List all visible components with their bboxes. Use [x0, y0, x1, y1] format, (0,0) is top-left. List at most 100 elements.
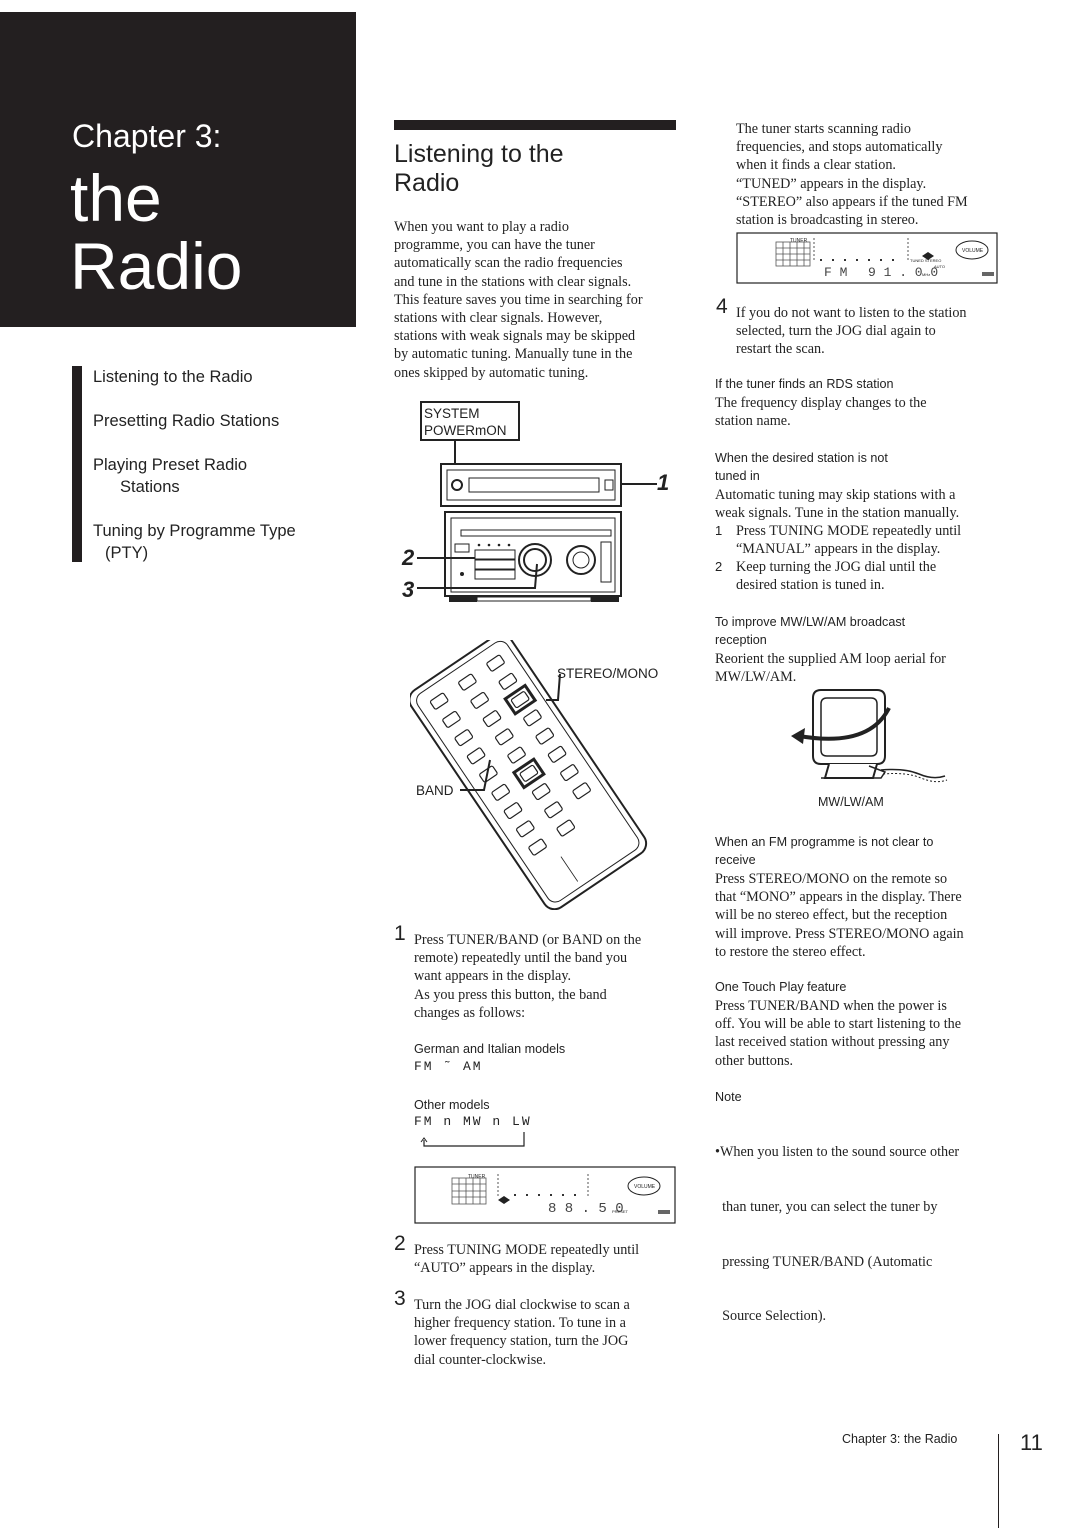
toc-item[interactable]: Tuning by Programme Type — [93, 522, 296, 540]
text-line: want appears in the display. — [414, 968, 572, 985]
toc-bar — [72, 366, 82, 562]
am-heading: To improve MW/LW/AM broadcast reception — [715, 613, 905, 649]
text-line: receive — [715, 853, 756, 867]
display-frequency: 8 8 . 5 0 — [548, 1201, 624, 1217]
other-band-sequence: FM n MW n LW — [414, 1114, 532, 1129]
text-line: station is broadcasting in stereo. — [736, 212, 919, 229]
band-cycle-arrow — [420, 1132, 525, 1147]
note-heading: Note — [715, 1090, 742, 1104]
one-touch-heading: One Touch Play feature — [715, 980, 847, 994]
text-line: reception — [715, 633, 767, 647]
text-line: The tuner starts scanning radio — [736, 121, 911, 137]
section-title: Listening to the Radio — [394, 140, 674, 198]
text-line: Press TUNING MODE repeatedly until — [736, 523, 962, 539]
page-number: 11 — [1020, 1430, 1043, 1455]
text-line: automatically scan the radio frequencies — [394, 255, 623, 272]
chapter-block — [0, 12, 356, 327]
text-line: Press TUNER/BAND (or BAND on the — [414, 932, 642, 948]
text-line: station name. — [715, 413, 791, 430]
text-line: changes as follows: — [414, 1004, 526, 1021]
system-power-label-box — [420, 401, 520, 441]
step-number: 1 — [394, 922, 406, 945]
display-volume: VOLUME — [634, 1184, 656, 1190]
chapter-title: the — [70, 161, 162, 235]
text-line: selected, turn the JOG dial again to — [736, 323, 936, 340]
text-line: off. You will be able to start listening… — [715, 1016, 962, 1033]
step-3-text: Turn the JOG dial clockwise to scan a hi… — [414, 1296, 684, 1369]
text-line: When you want to play a radio — [394, 219, 569, 235]
text-line: “TUNED” appears in the display. — [736, 175, 927, 192]
text-line: desired station is tuned in. — [736, 577, 885, 594]
stereo-mono-label: STEREO/MONO — [557, 666, 659, 681]
text-line: that “MONO” appears in the display. Ther… — [715, 889, 962, 906]
manual-item-number: 1 — [715, 523, 723, 538]
text-line: Keep turning the JOG dial until the — [736, 559, 937, 575]
text-line: ones skipped by automatic tuning. — [394, 364, 589, 381]
system-label: SYSTEM — [424, 406, 480, 421]
manual-heading: When the desired station is not tuned in — [715, 449, 888, 485]
callout-2: 2 — [402, 545, 415, 570]
text-line: when it finds a clear station. — [736, 157, 896, 174]
step-2-text: Press TUNING MODE repeatedly until “AUTO… — [414, 1241, 684, 1277]
text-line: than tuner, you can select the tuner by — [715, 1199, 938, 1216]
remote-illustration — [410, 640, 648, 910]
text-line: last received station without pressing a… — [715, 1034, 950, 1051]
display-tuner-text: TUNER — [790, 238, 808, 244]
text-line: •When you listen to the sound source oth… — [715, 1144, 960, 1161]
text-line: “AUTO” appears in the display. — [414, 1260, 596, 1277]
step-1-text: Press TUNER/BAND (or BAND on the remote)… — [414, 931, 684, 1022]
other-models-heading: Other models — [414, 1098, 490, 1112]
tuner-display-illustration: TUNER 8 8 . 5 0 PRESET VOLUME — [414, 1166, 676, 1224]
section-title-line: Listening to the — [394, 140, 564, 168]
text-line: lower frequency station, turn the JOG — [414, 1333, 629, 1350]
text-line: stations with weak signals may be skippe… — [394, 328, 636, 345]
manual-item-number: 2 — [715, 559, 723, 574]
text-line: “MANUAL” appears in the display. — [736, 541, 941, 558]
text-line: Turn the JOG dial clockwise to scan a — [414, 1297, 630, 1313]
text-line: higher frequency station. To tune in a — [414, 1315, 626, 1332]
toc-item[interactable]: Stations — [120, 478, 180, 496]
chapter-title: Radio — [70, 229, 243, 303]
text-line: frequencies, and stops automatically — [736, 139, 943, 156]
text-line: MW/LW/AM. — [715, 669, 797, 686]
text-line: dial counter-clockwise. — [414, 1351, 547, 1368]
rds-text: The frequency display changes to the sta… — [715, 394, 1015, 430]
german-band-sequence: FM ˜ AM — [414, 1059, 483, 1074]
text-line: To improve MW/LW/AM broadcast — [715, 615, 906, 629]
text-line: other buttons. — [715, 1052, 794, 1069]
text-line: Press TUNER/BAND when the power is — [715, 998, 947, 1014]
am-loop-aerial-illustration — [791, 689, 948, 783]
display-auto: AUTO — [934, 264, 945, 269]
display-frequency: 9 1 . 0 0 — [868, 265, 938, 280]
toc-item[interactable]: Playing Preset Radio — [93, 456, 248, 474]
display-tuner-text: TUNER — [468, 1174, 486, 1180]
callout-1: 1 — [657, 470, 670, 495]
text-line: and tune in the stations with clear sign… — [394, 273, 632, 290]
toc-item[interactable]: (PTY) — [105, 544, 149, 562]
text-line: If you do not want to listen to the stat… — [736, 305, 967, 321]
manual-item-2: Keep turning the JOG dial until the desi… — [736, 558, 1016, 594]
text-line: The frequency display changes to the — [715, 395, 927, 411]
text-line: Automatic tuning may skip stations with … — [715, 487, 956, 503]
section-rule — [394, 120, 676, 130]
power-label: POWERmON — [424, 423, 507, 438]
intro-paragraph: When you want to play a radio programme,… — [394, 218, 684, 382]
text-line: will be no stereo effect, but the recept… — [715, 907, 948, 924]
text-line: pressing TUNER/BAND (Automatic — [715, 1253, 933, 1270]
text-line: Press TUNING MODE repeatedly until — [414, 1242, 640, 1258]
step-number: 3 — [394, 1287, 406, 1310]
display-band: F M — [824, 265, 847, 280]
step-number: 2 — [394, 1232, 406, 1255]
text-line: will improve. Press STEREO/MONO again — [715, 925, 964, 942]
text-line: As you press this button, the band — [414, 986, 607, 1003]
am-figure-caption: MW/LW/AM — [818, 795, 884, 809]
toc-item[interactable]: Presetting Radio Stations — [93, 412, 280, 430]
tuner-display-fm-illustration: TUNER TUNED STEREO F M 9 1 . 0 0 MHz AUT… — [736, 232, 998, 284]
display-volume: VOLUME — [962, 248, 984, 254]
band-label: BAND — [416, 783, 454, 798]
chapter-label: Chapter 3: — [72, 118, 222, 154]
toc-item[interactable]: Listening to the Radio — [93, 368, 253, 386]
display-unit: MHz — [922, 272, 930, 277]
text-line: stations with clear signals. However, — [394, 310, 603, 327]
text-line: remote) repeatedly until the band you — [414, 950, 628, 967]
